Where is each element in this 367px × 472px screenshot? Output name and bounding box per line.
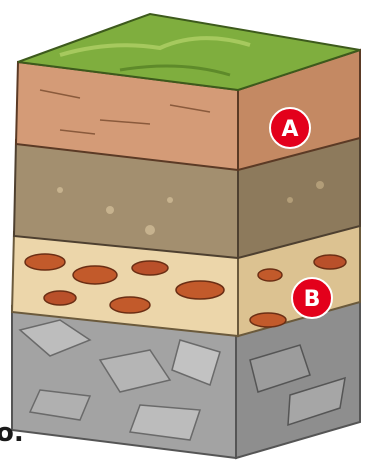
label-a-text: A (281, 117, 298, 142)
label-b-text: B (304, 287, 321, 312)
label-b-badge: B (292, 278, 332, 318)
clay-rock (250, 313, 286, 327)
label-a-badge: A (270, 108, 310, 148)
clay-rock (258, 269, 282, 281)
clay-rock (314, 255, 346, 269)
clay-rock (110, 297, 150, 313)
clay-rock (73, 266, 117, 284)
clay-rock (25, 254, 65, 270)
cropped-caption-text: o. (0, 418, 24, 448)
clay-rock (44, 291, 76, 305)
clay-rock (132, 261, 168, 275)
clay-rock (176, 281, 224, 299)
